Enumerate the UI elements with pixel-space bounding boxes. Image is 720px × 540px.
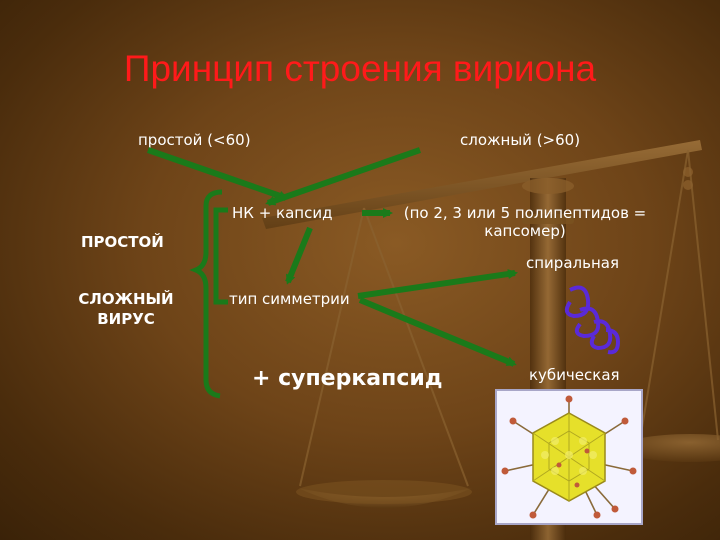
- simple-small-label: простой (<60): [138, 131, 251, 149]
- simple-virus-label: ПРОСТОЙ: [81, 233, 164, 251]
- symmetry-type-label: тип симметрии: [229, 290, 350, 308]
- slide-title: Принцип строения вириона: [123, 48, 597, 89]
- supercapsid-label: + суперкапсид: [252, 366, 443, 391]
- helical-symmetry-label: спиральная: [526, 254, 619, 272]
- icosahedral-virion-image: [495, 389, 643, 525]
- complex-large-label: сложный (>60): [460, 131, 581, 149]
- cubic-symmetry-label: кубическая: [529, 366, 620, 384]
- complex-virus-label: СЛОЖНЫЙ ВИРУС: [78, 290, 174, 328]
- nucleic-acid-capsid-label: НК + капсид: [232, 204, 333, 222]
- capsomer-note: (по 2, 3 или 5 полипептидов = капсомер): [403, 204, 647, 240]
